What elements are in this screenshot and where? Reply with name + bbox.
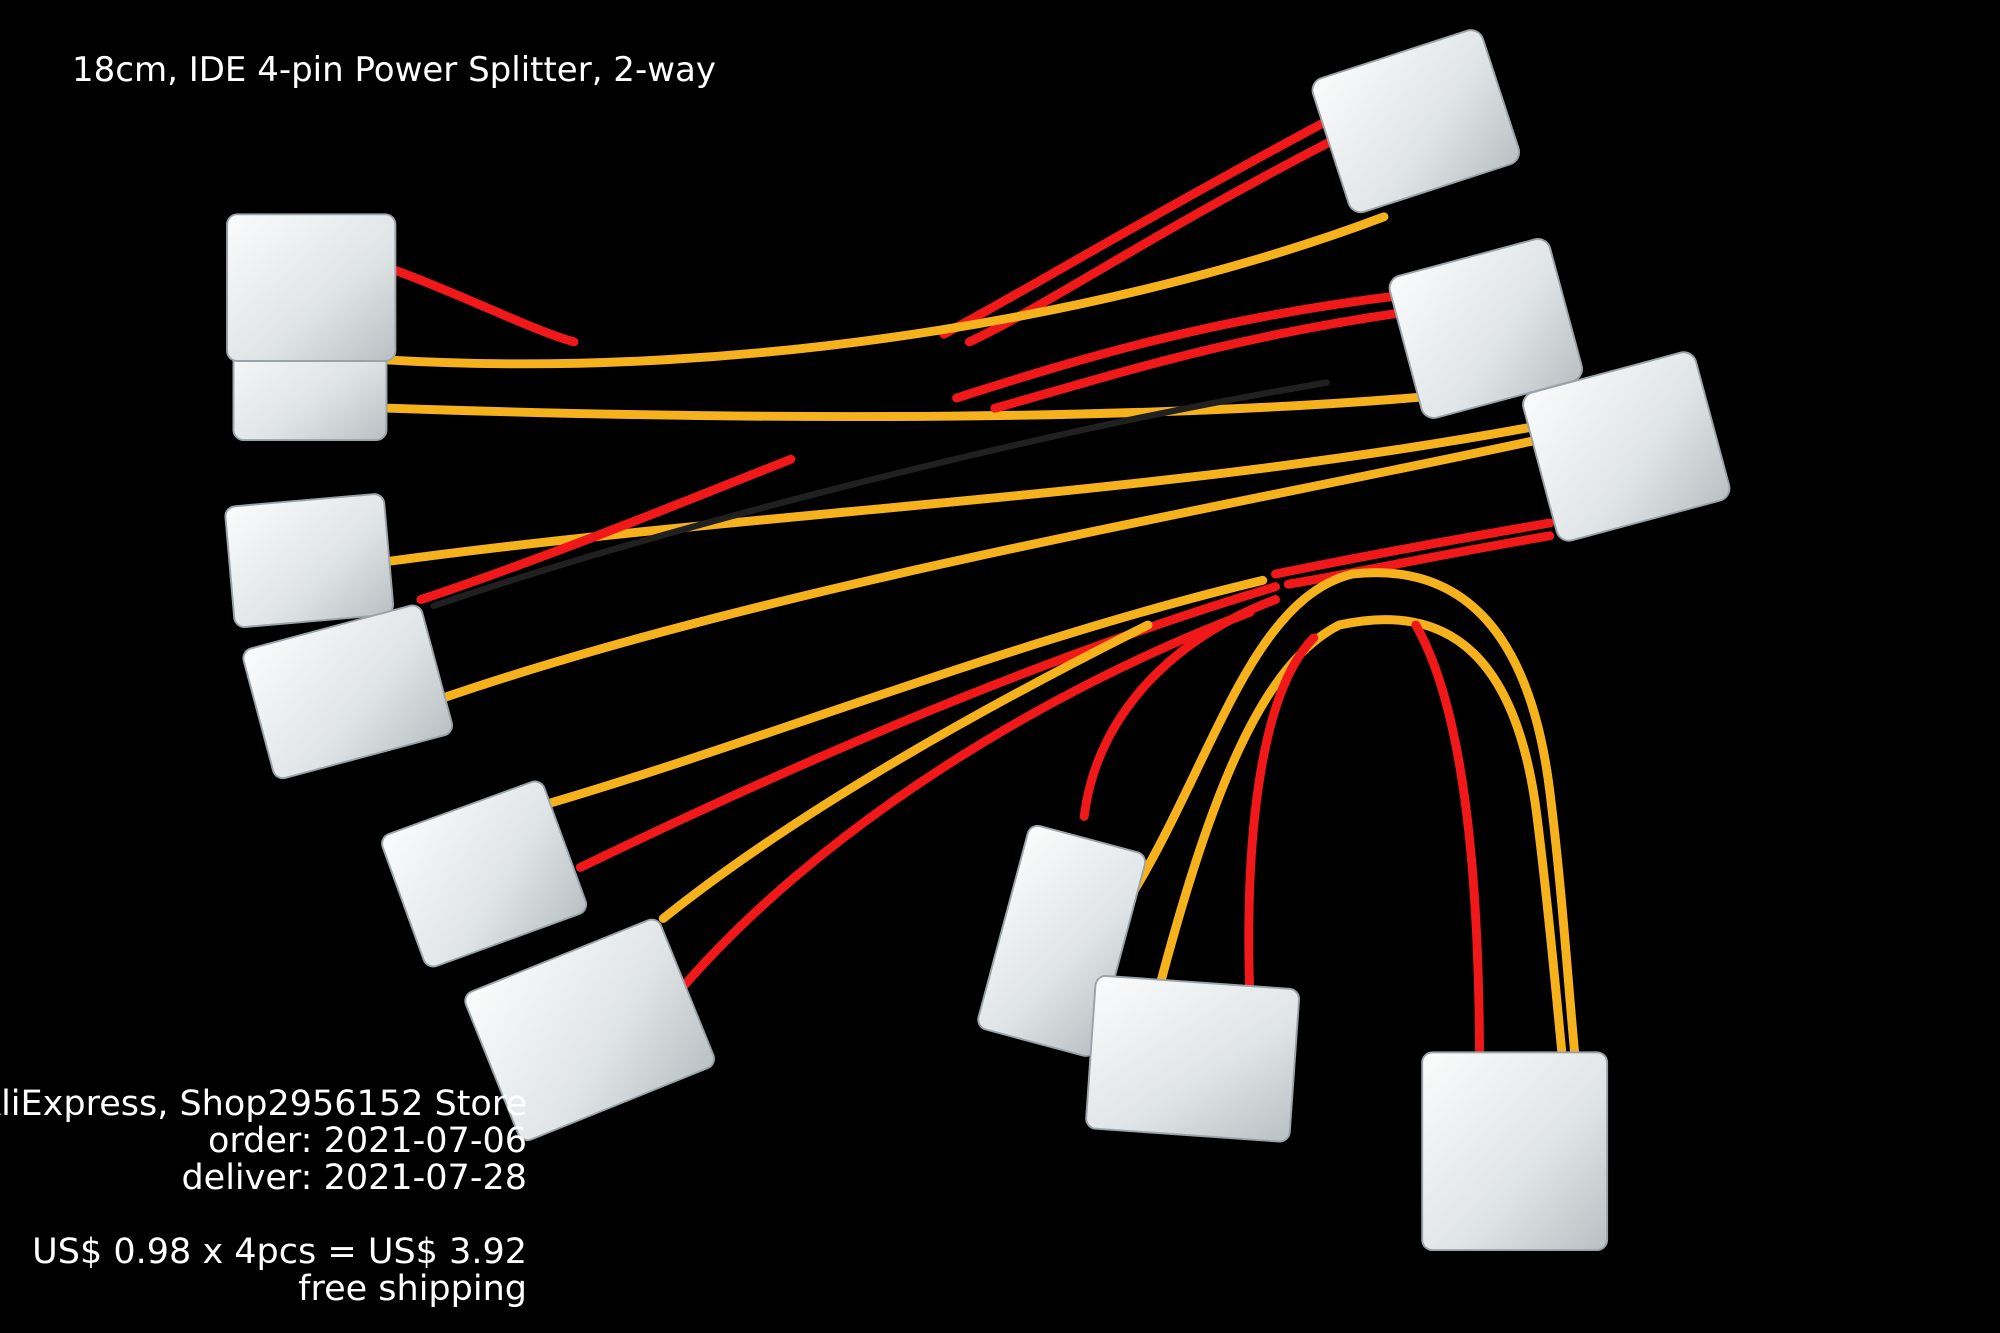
connector xyxy=(1085,975,1301,1143)
shipping: free shipping xyxy=(298,1269,527,1309)
purchase-info: AliExpress, Shop2956152 Store order: 202… xyxy=(0,1086,527,1308)
connector xyxy=(226,213,397,362)
deliver-date: deliver: 2021-07-28 xyxy=(181,1158,527,1198)
connectors xyxy=(224,29,1731,1252)
connector xyxy=(464,918,715,1142)
connector xyxy=(224,493,395,628)
connector xyxy=(242,604,454,780)
wires xyxy=(378,116,1580,1076)
connector xyxy=(381,780,588,968)
connector xyxy=(1388,238,1583,419)
connector xyxy=(1522,351,1731,542)
store-name: AliExpress, Shop2956152 Store xyxy=(0,1084,527,1124)
connector xyxy=(1311,29,1521,214)
price: US$ 0.98 x 4pcs = US$ 3.92 xyxy=(32,1232,527,1272)
connector xyxy=(1421,1051,1609,1252)
caption-title: 18cm, IDE 4-pin Power Splitter, 2-way xyxy=(72,50,716,90)
order-date: order: 2021-07-06 xyxy=(207,1121,527,1161)
